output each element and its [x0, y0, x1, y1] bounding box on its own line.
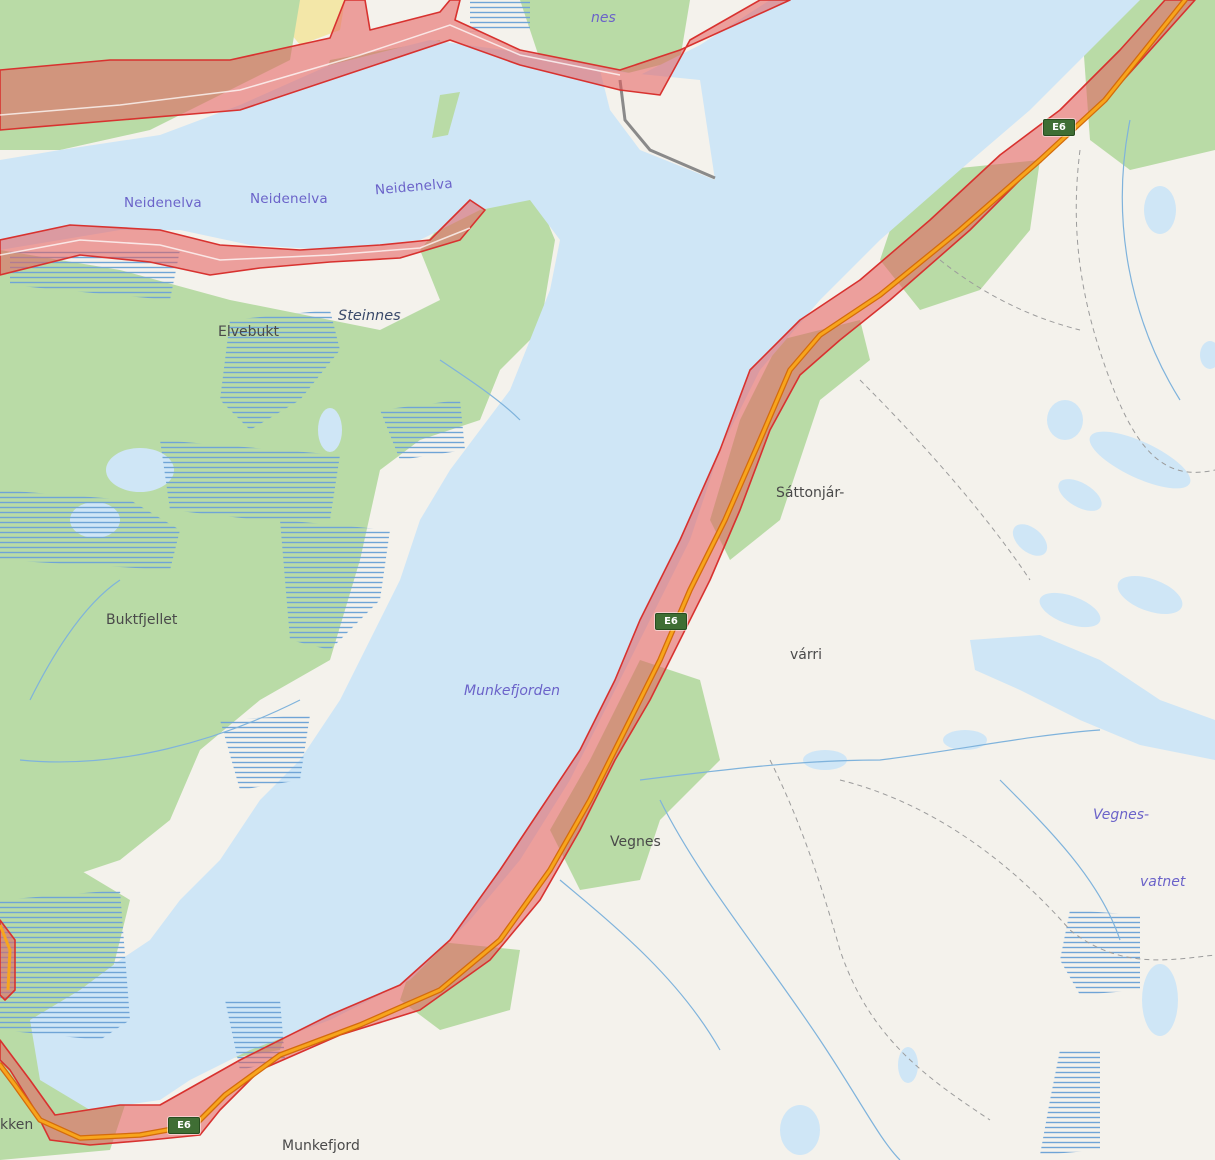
label-vegnesvatnet-2: vatnet	[1140, 874, 1186, 890]
marsh-area	[220, 715, 310, 790]
road-local	[0, 24, 621, 116]
pier-land	[600, 70, 715, 180]
trail	[1075, 149, 1215, 473]
lake	[1200, 341, 1215, 369]
route-corridor-north	[0, 0, 791, 131]
forest-area	[550, 660, 720, 890]
label-vegnesvatnet-1: Vegnes-	[1093, 807, 1150, 823]
lake	[780, 1105, 820, 1155]
label-neidenelva-2: Neidenelva	[250, 191, 328, 207]
label-sattonjarvarri-1: Sáttonjár-	[776, 485, 845, 501]
label-buktfjellet: Buktfjellet	[106, 612, 178, 628]
pier-road	[618, 79, 716, 180]
marsh-area	[280, 520, 390, 650]
trail	[839, 779, 1215, 961]
lake	[1089, 431, 1191, 489]
marsh-area	[0, 890, 130, 1040]
lake	[1142, 964, 1178, 1036]
islet	[432, 92, 460, 138]
road-west-edge	[0, 924, 12, 991]
route-shield-e6[interactable]: E6	[655, 613, 687, 630]
label-elvebukt: Elvebukt	[218, 324, 279, 340]
forest-area	[1080, 0, 1215, 170]
marsh-area	[470, 0, 530, 32]
marsh-area	[1060, 910, 1140, 995]
lake	[1047, 400, 1083, 440]
label-edge-kken: kken	[0, 1117, 34, 1133]
marsh-area	[380, 400, 465, 460]
label-vegnes: Vegnes	[610, 834, 661, 850]
lake-vegnesvatnet	[970, 635, 1215, 760]
lake	[943, 730, 987, 750]
stream	[439, 359, 521, 421]
trail	[939, 259, 1081, 331]
lake	[106, 448, 174, 492]
marsh-area	[160, 440, 340, 520]
marsh-area	[220, 310, 340, 430]
lake	[1144, 186, 1176, 234]
lake	[318, 408, 342, 452]
marsh-area	[1040, 1050, 1100, 1155]
route-corridor-e6	[0, 0, 1196, 1146]
road-e6	[0, 0, 1187, 1140]
trail	[769, 759, 991, 1121]
trail	[859, 379, 1031, 581]
route-shield-e6[interactable]: E6	[1043, 119, 1075, 136]
stream	[639, 729, 1101, 781]
label-nes: nes	[591, 10, 616, 26]
lake	[1039, 592, 1101, 628]
stream	[1121, 119, 1181, 401]
lake	[1117, 575, 1183, 615]
lake	[1012, 524, 1048, 556]
label-munkefjorden: Munkefjorden	[464, 683, 561, 699]
lake	[898, 1047, 918, 1083]
stream	[999, 779, 1121, 941]
route-corridor-west	[0, 919, 16, 1001]
marsh-area	[0, 490, 180, 570]
stream	[559, 879, 721, 1051]
stream	[29, 579, 121, 701]
forest-area	[710, 320, 870, 560]
forest-area	[0, 180, 555, 890]
route-corridor-river	[0, 199, 486, 276]
lake	[803, 750, 847, 770]
label-steinnes: Steinnes	[338, 308, 401, 324]
stream	[659, 799, 901, 1160]
lake	[1058, 479, 1102, 511]
fjord-water	[0, 0, 1140, 1110]
label-neidenelva-1: Neidenelva	[124, 195, 202, 211]
route-shield-e6[interactable]: E6	[168, 1117, 200, 1134]
road-local	[0, 227, 471, 261]
label-sattonjarvarri-2: várri	[790, 647, 823, 663]
stream	[19, 699, 301, 763]
label-munkefjord: Munkefjord	[282, 1138, 360, 1154]
